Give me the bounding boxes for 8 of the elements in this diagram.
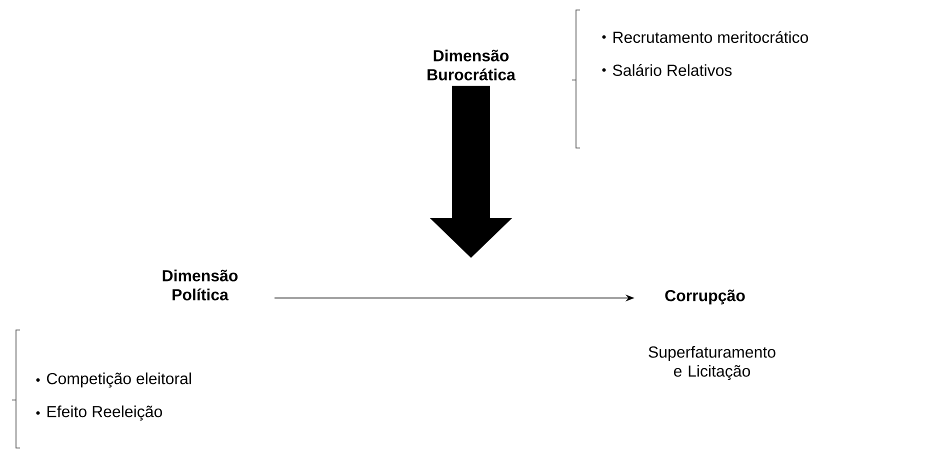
heading: Corrupção (665, 290, 745, 304)
description: Superfaturamento e Licitação (648, 346, 776, 380)
list-item: Competição eleitoral (47, 372, 191, 388)
list-item: Efeito Reeleição (48, 406, 162, 420)
list-item: Salário Relativos (612, 64, 732, 76)
list-item: Recrutamento meritocrático (614, 31, 808, 43)
heading: Dimensão Política (162, 270, 238, 300)
heading: Dimensão Burocrática (428, 50, 516, 80)
